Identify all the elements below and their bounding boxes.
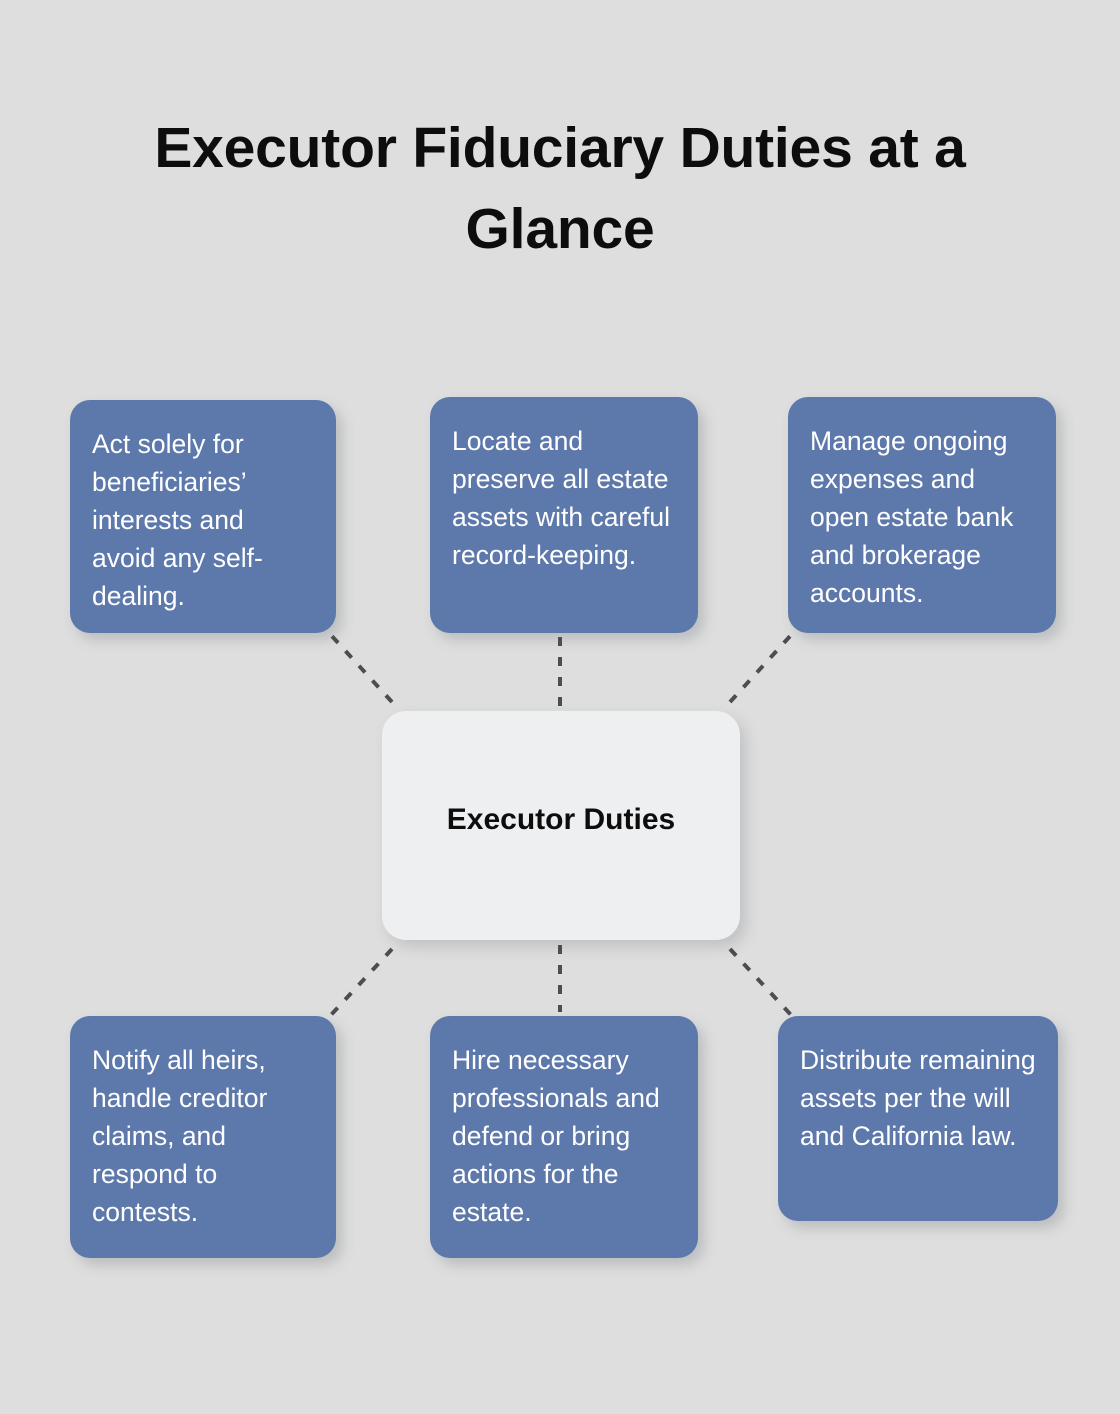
duty-card-text: Notify all heirs, handle creditor claims… <box>92 1045 268 1227</box>
center-node-label: Executor Duties <box>446 802 676 836</box>
duty-card-notify-heirs[interactable]: Notify all heirs, handle creditor claims… <box>70 1016 336 1258</box>
duty-card-distribute-assets[interactable]: Distribute remaining assets per the will… <box>778 1016 1058 1221</box>
center-node-executor-duties[interactable]: Executor Duties <box>382 711 740 940</box>
page-title: Executor Fiduciary Duties at a Glance <box>154 116 966 261</box>
duty-card-manage-expenses[interactable]: Manage ongoing expenses and open estate … <box>788 397 1056 633</box>
duty-card-text: Hire necessary professionals and defend … <box>452 1045 660 1227</box>
duty-card-text: Act solely for beneficiaries’ interests … <box>92 429 263 611</box>
duty-card-act-solely[interactable]: Act solely for beneficiaries’ interests … <box>70 400 336 633</box>
duty-card-locate-preserve[interactable]: Locate and preserve all estate assets wi… <box>430 397 698 633</box>
connector-to-notify-heirs <box>328 947 394 1018</box>
connector-to-manage-expenses <box>728 632 794 704</box>
connector-to-distribute-assets <box>728 947 794 1018</box>
duty-card-hire-professionals[interactable]: Hire necessary professionals and defend … <box>430 1016 698 1258</box>
duty-card-text: Locate and preserve all estate assets wi… <box>452 426 670 570</box>
duty-card-text: Manage ongoing expenses and open estate … <box>810 426 1014 608</box>
duty-card-text: Distribute remaining assets per the will… <box>800 1045 1036 1151</box>
connector-to-act-solely <box>328 632 394 704</box>
